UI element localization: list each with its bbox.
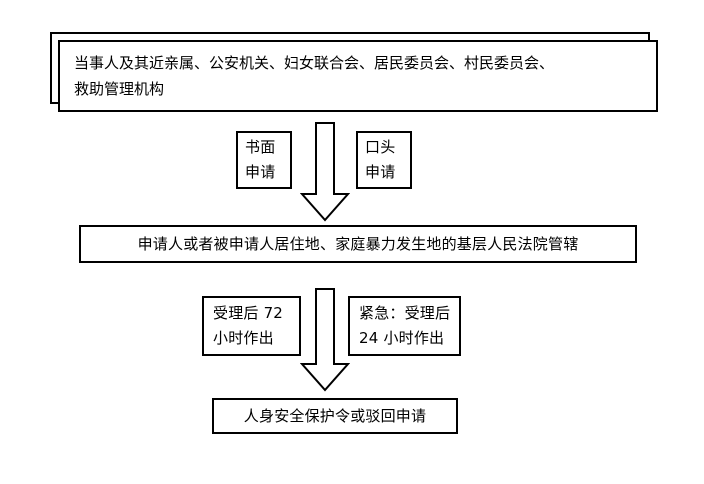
node-applicants-label: 当事人及其近亲属、公安机关、妇女联合会、居民委员会、村民委员会、 救助管理机构 bbox=[74, 53, 555, 98]
down-arrow-icon-apply bbox=[299, 122, 351, 222]
node-protection-order[interactable]: 人身安全保护令或驳回申请 bbox=[212, 398, 458, 434]
down-arrow-icon-decide bbox=[299, 288, 351, 392]
node-deadline-24h-urgent[interactable]: 紧急：受理后 24 小时作出 bbox=[348, 296, 461, 356]
node-oral-application[interactable]: 口头 申请 bbox=[356, 131, 412, 189]
node-applicants-front: 当事人及其近亲属、公安机关、妇女联合会、居民委员会、村民委员会、 救助管理机构 bbox=[58, 40, 658, 112]
node-written-application-label: 书面 申请 bbox=[245, 138, 276, 181]
node-deadline-24h-urgent-label: 紧急：受理后 24 小时作出 bbox=[359, 304, 451, 347]
node-applicants[interactable]: 当事人及其近亲属、公安机关、妇女联合会、居民委员会、村民委员会、 救助管理机构 bbox=[50, 32, 658, 112]
node-jurisdiction-label: 申请人或者被申请人居住地、家庭暴力发生地的基层人民法院管辖 bbox=[137, 234, 579, 253]
node-protection-order-label: 人身安全保护令或驳回申请 bbox=[243, 406, 427, 425]
node-written-application[interactable]: 书面 申请 bbox=[236, 131, 292, 189]
node-oral-application-label: 口头 申请 bbox=[365, 138, 396, 181]
node-jurisdiction[interactable]: 申请人或者被申请人居住地、家庭暴力发生地的基层人民法院管辖 bbox=[79, 225, 637, 263]
node-deadline-72h[interactable]: 受理后 72 小时作出 bbox=[202, 296, 301, 356]
node-deadline-72h-label: 受理后 72 小时作出 bbox=[213, 304, 284, 347]
